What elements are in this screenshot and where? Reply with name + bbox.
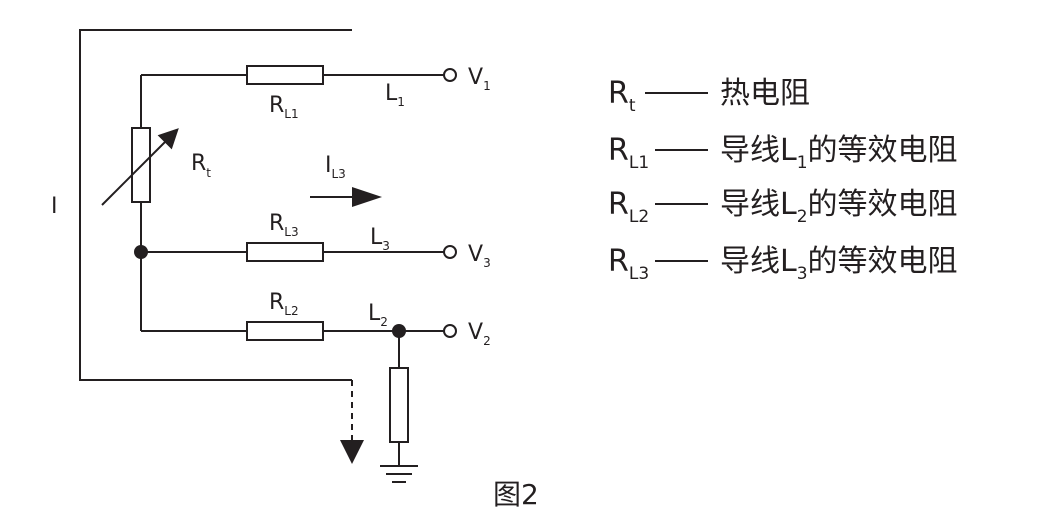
lead-resistor-rl2-label: RL2 [269, 290, 299, 318]
rtd-label: Rt [191, 151, 211, 180]
legend: Rt 热电阻 RL1 导线L1的等效电阻 RL2 导线L2的等效电阻 RL3 导… [608, 76, 958, 284]
lead-resistor-rl2 [246, 321, 324, 341]
terminal-v3 [443, 245, 457, 259]
terminal-v2 [443, 324, 457, 338]
current-source-loop [79, 29, 352, 381]
lead-l2-label: L2 [368, 301, 388, 329]
lead-resistor-rl1-label: RL1 [269, 93, 299, 121]
legend-desc-rl2: 导线L2的等效电阻 [720, 187, 958, 227]
lead-resistor-rl1 [246, 65, 324, 85]
ground-branch-resistor [389, 367, 409, 443]
legend-symbol-rl2: RL2 [608, 187, 649, 227]
terminal-v1-label: V1 [468, 65, 491, 93]
lead-current-label: IL3 [325, 153, 346, 181]
legend-symbol-rl3: RL3 [608, 244, 649, 284]
figure-caption: 图2 [493, 478, 539, 511]
current-return-arrowhead [340, 440, 364, 464]
terminal-v3-label: V3 [468, 242, 491, 270]
current-source-label: I [51, 194, 58, 219]
terminal-v1 [443, 68, 457, 82]
legend-desc-rt: 热电阻 [720, 76, 810, 111]
ground-symbol [380, 465, 418, 483]
lead-resistor-rl3 [246, 242, 324, 262]
legend-symbol-rt: Rt [608, 76, 636, 116]
lead-current-arrowhead [352, 187, 382, 207]
rtd-variable-arrow [101, 128, 179, 206]
lead-l3-label: L3 [370, 225, 390, 253]
legend-desc-rl3: 导线L3的等效电阻 [720, 244, 958, 284]
legend-symbol-rl1: RL1 [608, 133, 649, 173]
legend-desc-rl1: 导线L1的等效电阻 [720, 133, 958, 173]
lead-l1-label: L1 [385, 81, 405, 109]
terminal-v2-label: V2 [468, 320, 491, 348]
lead-resistor-rl3-label: RL3 [269, 211, 299, 239]
